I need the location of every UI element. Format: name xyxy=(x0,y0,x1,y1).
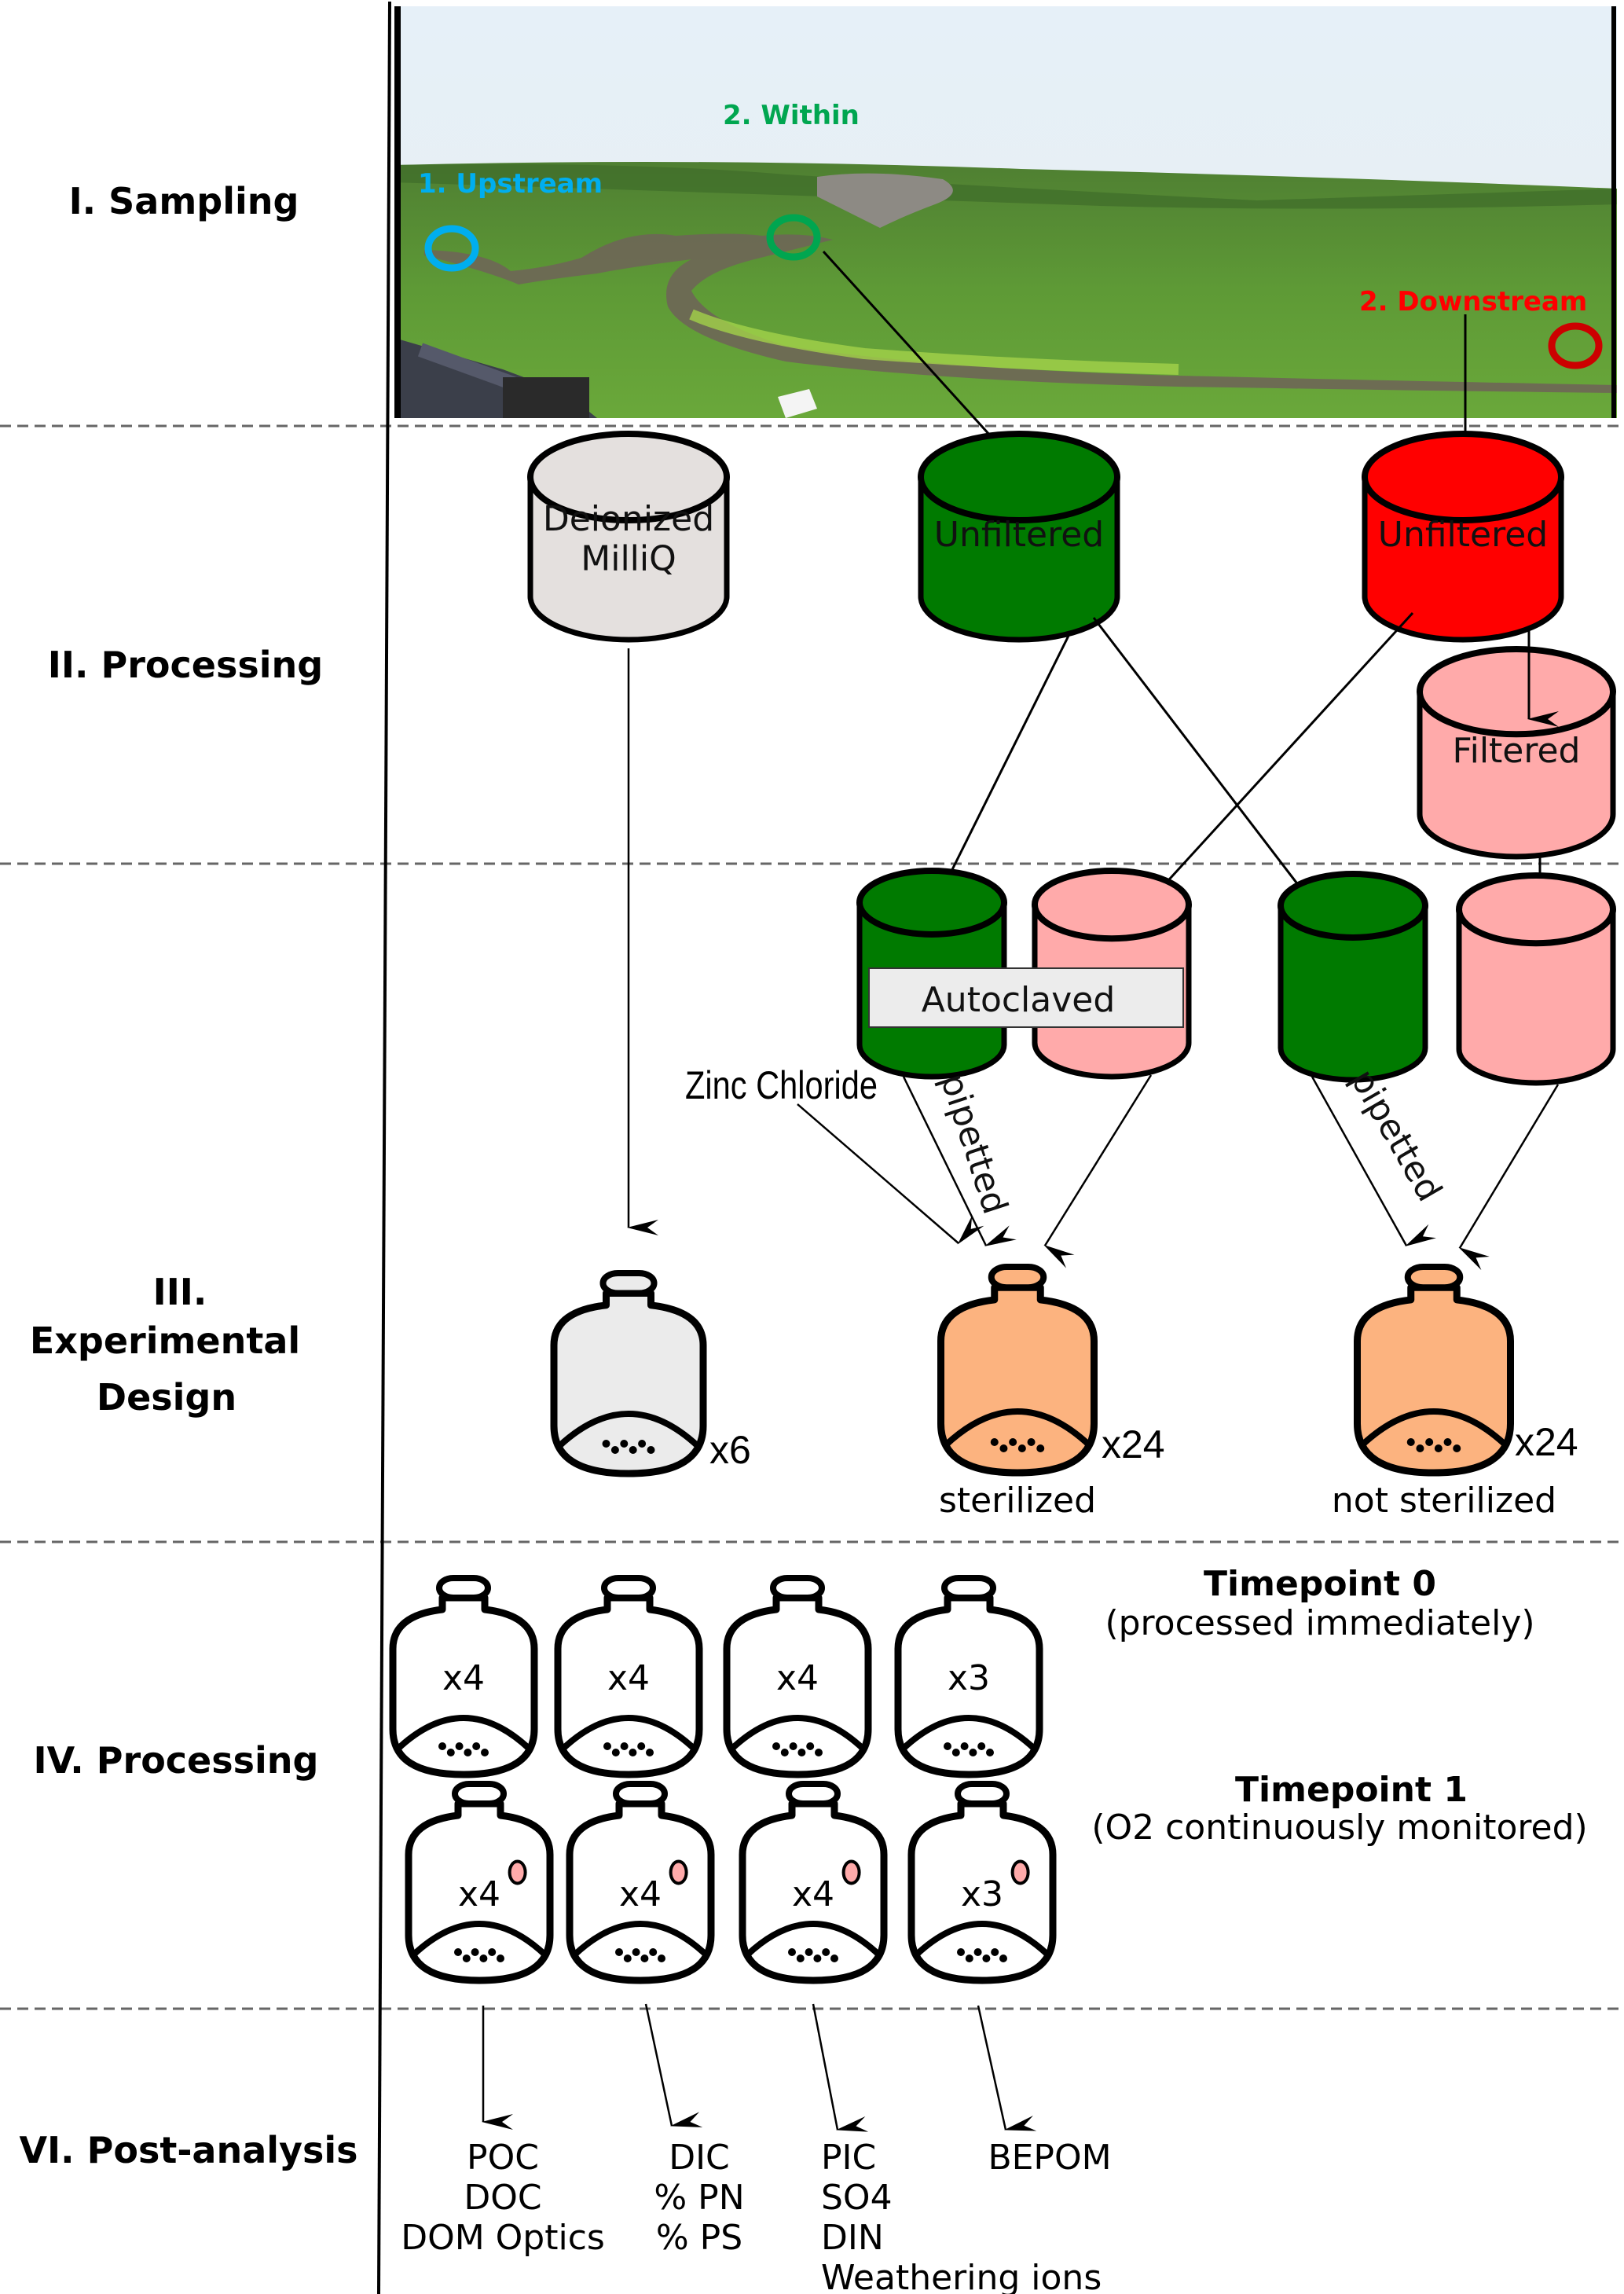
autoclaved-box xyxy=(868,967,1184,1028)
oxygen-sensor-icon xyxy=(669,1859,688,1885)
cylinder-filtered-nonsterile xyxy=(1456,872,1616,1086)
post-analysis-item: % PN xyxy=(654,2178,744,2218)
section-label-design-line3: Design xyxy=(97,1376,236,1419)
bottle-t1-count: x4 xyxy=(792,1874,834,1914)
arrow-pipetted-nonsterile xyxy=(1311,1076,1437,1246)
section-label-design-line2: Experimental xyxy=(30,1320,300,1362)
downstream-marker-icon xyxy=(1548,322,1603,369)
arrow-filtered-to-sterile xyxy=(1043,1074,1153,1268)
arrow-post-2 xyxy=(644,2003,703,2127)
upstream-marker-icon xyxy=(424,225,479,272)
bottle-t1-count: x4 xyxy=(619,1874,662,1914)
post-analysis-item: BEPOM xyxy=(988,2138,1111,2178)
post-analysis-item: % PS xyxy=(656,2218,742,2258)
post-analysis-item: POC xyxy=(467,2138,539,2178)
section-label-processing-iv: IV. Processing xyxy=(34,1739,319,1782)
cylinder-within-unfiltered-label: Unfiltered xyxy=(934,515,1104,555)
arrow-post-3 xyxy=(812,2003,869,2132)
bottle-count-sterile: x24 xyxy=(1102,1422,1165,1466)
section-label-processing-ii: II. Processing xyxy=(48,644,323,686)
cylinder-within-nonsterile xyxy=(1278,871,1428,1083)
bottle-count-nonsterile: x24 xyxy=(1515,1420,1578,1464)
arrow-post-4 xyxy=(977,2005,1037,2131)
bottle-t0-count: x4 xyxy=(442,1658,485,1698)
oxygen-sensor-icon xyxy=(1010,1859,1030,1885)
post-analysis-item: Weathering ions xyxy=(821,2258,1102,2294)
site-label-within: 2. Within xyxy=(723,100,860,131)
timepoint-1-subtitle: (O2 continuously monitored) xyxy=(1091,1808,1587,1848)
cylinder-milliq-label: MilliQ xyxy=(581,539,676,579)
cylinder-milliq-label: Deionized xyxy=(543,499,714,539)
bottle-t0 xyxy=(894,1575,1043,1778)
pipetted-label-1: pipetted xyxy=(933,1069,1016,1219)
pipetted-label-2: pipetted xyxy=(1342,1063,1450,1208)
timepoint-0-subtitle: (processed immediately) xyxy=(1105,1603,1534,1643)
bottle-t1 xyxy=(739,1781,888,1984)
post-analysis-item: DIC xyxy=(669,2138,730,2178)
bottle-t1 xyxy=(566,1781,715,1984)
bottle-t0-count: x3 xyxy=(948,1658,990,1698)
cylinder-downstream-filtered: Filtered xyxy=(1417,646,1616,860)
zinc-chloride-label: Zinc Chloride xyxy=(685,1063,878,1107)
caption-not-sterilized: not sterilized xyxy=(1332,1481,1556,1521)
site-label-upstream: 1. Upstream xyxy=(418,168,603,200)
cylinder-downstream-unfiltered: Unfiltered xyxy=(1362,431,1564,643)
post-analysis-item: DIN xyxy=(821,2218,884,2258)
section-separators xyxy=(0,424,1624,2010)
timepoint-0-title: Timepoint 0 xyxy=(1204,1564,1436,1604)
arrow-filtered-to-nonsterile-bottle xyxy=(1458,1084,1560,1271)
oxygen-sensor-icon xyxy=(508,1859,527,1885)
bottle-t0-count: x4 xyxy=(607,1658,650,1698)
bottle-count-milliq: x6 xyxy=(709,1428,751,1472)
cylinder-downstream-unfiltered-label: Unfiltered xyxy=(1378,515,1548,555)
autoclaved-label: Autoclaved xyxy=(922,980,1116,1020)
bottle-milliq xyxy=(550,1270,707,1477)
vertical-divider xyxy=(377,1,391,2294)
bottle-sterilized xyxy=(937,1264,1098,1477)
arrow-zinc-to-bottle xyxy=(797,1103,984,1245)
bottle-t0 xyxy=(554,1575,703,1778)
post-analysis-item: SO4 xyxy=(821,2178,893,2218)
section-label-post-analysis: VI. Post-analysis xyxy=(19,2129,357,2171)
cylinder-downstream-filtered-label: Filtered xyxy=(1452,731,1580,771)
field-photo: 1. Upstream 2. Within 2. Downstream xyxy=(394,6,1617,418)
cylinder-within-unfiltered: Unfiltered xyxy=(918,431,1120,643)
bottle-t0-count: x4 xyxy=(776,1658,819,1698)
post-analysis-item: DOC xyxy=(464,2178,541,2218)
site-label-downstream: 2. Downstream xyxy=(1359,286,1587,317)
timepoint-1-title: Timepoint 1 xyxy=(1235,1770,1468,1810)
bottle-t1 xyxy=(907,1781,1057,1984)
bottle-t1-count: x4 xyxy=(458,1874,500,1914)
caption-sterilized: sterilized xyxy=(939,1481,1096,1521)
bottle-t1 xyxy=(405,1781,554,1984)
post-analysis-item: PIC xyxy=(821,2138,876,2178)
within-marker-icon xyxy=(766,214,821,261)
bottle-t1-count: x3 xyxy=(961,1874,1003,1914)
section-label-design-line1: III. xyxy=(153,1271,207,1313)
bottle-not-sterilized xyxy=(1354,1264,1514,1477)
section-label-sampling: I. Sampling xyxy=(69,180,299,222)
bottle-t0 xyxy=(389,1575,538,1778)
bottle-t0 xyxy=(723,1575,872,1778)
oxygen-sensor-icon xyxy=(841,1859,861,1885)
arrow-pipetted-sterile xyxy=(902,1076,1017,1246)
post-analysis-item: DOM Optics xyxy=(401,2218,605,2258)
